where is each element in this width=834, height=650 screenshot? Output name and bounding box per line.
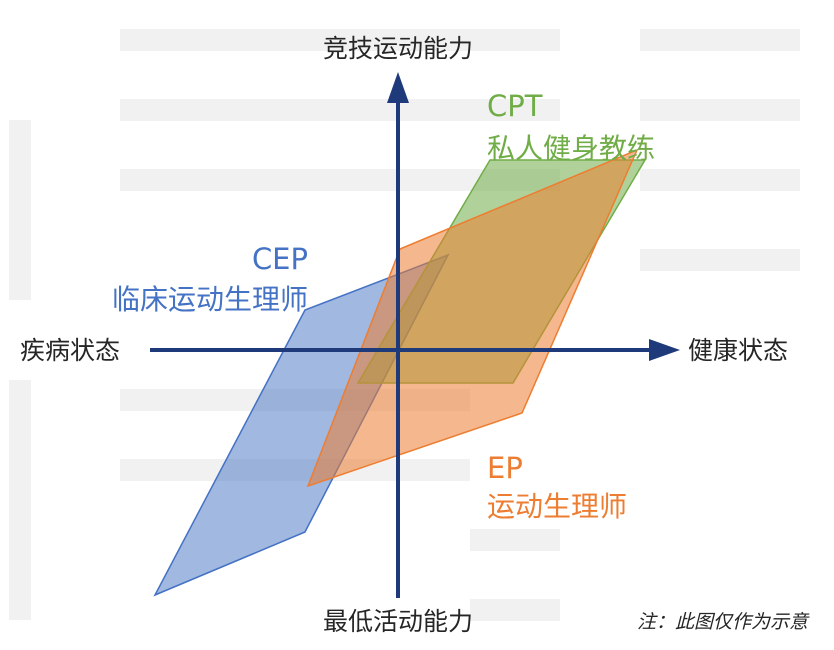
- cpt-code-label: CPT: [487, 89, 543, 123]
- horizontal-axis: [150, 339, 680, 361]
- arrow-right-icon: [649, 339, 680, 361]
- cep-name-label: 临床运动生理师: [112, 283, 308, 316]
- arrow-up-icon: [387, 72, 409, 103]
- cep-code-label: CEP: [252, 242, 308, 276]
- ep-region: [306, 148, 639, 488]
- illustration-note: 注：此图仅作为示意: [637, 611, 810, 633]
- top-axis-label: 竞技运动能力: [323, 34, 473, 63]
- cpt-name-label: 私人健身教练: [487, 132, 655, 165]
- ep-name-label: 运动生理师: [487, 490, 627, 523]
- bottom-axis-label: 最低活动能力: [323, 607, 473, 636]
- right-axis-label: 健康状态: [688, 336, 788, 365]
- ep-code-label: EP: [487, 451, 523, 485]
- left-axis-label: 疾病状态: [20, 336, 120, 365]
